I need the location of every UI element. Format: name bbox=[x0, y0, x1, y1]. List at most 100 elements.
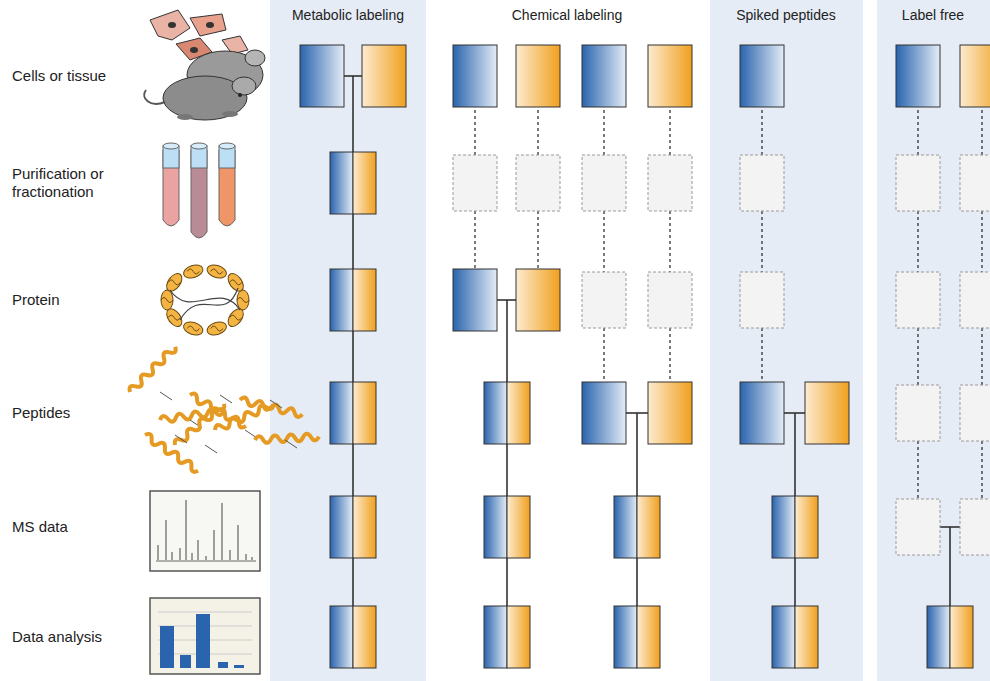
light-sample-box bbox=[484, 606, 507, 668]
peptide-chain bbox=[285, 440, 297, 448]
dashed-connector bbox=[537, 211, 538, 272]
light-sample-box bbox=[484, 496, 507, 558]
row-label: Protein bbox=[12, 291, 142, 309]
row-label: Peptides bbox=[12, 404, 142, 422]
panel-band bbox=[270, 0, 426, 681]
peptide-fragment bbox=[128, 344, 178, 394]
dashed-connector bbox=[981, 328, 982, 385]
column-header: Chemical labeling bbox=[512, 7, 623, 24]
heavy-sample-box bbox=[648, 382, 692, 444]
merge-line bbox=[506, 300, 508, 637]
heavy-sample-box bbox=[805, 382, 849, 444]
protein-illustration bbox=[161, 263, 249, 338]
dashed-connector bbox=[761, 328, 762, 385]
placeholder-box bbox=[516, 155, 560, 211]
light-sample-box bbox=[740, 45, 784, 107]
light-sample-box bbox=[453, 45, 497, 107]
heavy-sample-box bbox=[507, 496, 530, 558]
light-sample-box bbox=[772, 606, 795, 668]
helix bbox=[161, 290, 173, 310]
dashed-connector bbox=[603, 328, 604, 385]
helix-coil bbox=[237, 298, 249, 303]
placeholder-box bbox=[960, 385, 990, 441]
heavy-sample-box bbox=[960, 45, 990, 107]
peptides-illustration bbox=[128, 344, 320, 473]
peptide-fragment bbox=[255, 433, 319, 443]
heavy-sample-box bbox=[637, 496, 660, 558]
row-label: Data analysis bbox=[12, 628, 142, 646]
dashed-connector bbox=[761, 104, 762, 155]
helix bbox=[205, 263, 228, 281]
dashed-connector bbox=[669, 211, 670, 272]
light-sample-box bbox=[484, 382, 507, 444]
peptide-chain bbox=[175, 435, 187, 443]
helix-coil bbox=[211, 326, 223, 331]
peptide-fragment bbox=[173, 401, 227, 448]
heavy-sample-box bbox=[362, 45, 406, 107]
heavy-sample-box bbox=[353, 269, 376, 331]
peptide-chain bbox=[270, 400, 282, 408]
helix bbox=[182, 263, 205, 281]
light-sample-box bbox=[614, 496, 637, 558]
placeholder-box bbox=[648, 272, 692, 328]
helix-coil bbox=[211, 269, 223, 274]
dashed-connector bbox=[917, 328, 918, 385]
placeholder-box bbox=[740, 272, 784, 328]
light-sample-box bbox=[582, 382, 626, 444]
light-sample-box bbox=[330, 496, 353, 558]
tubes-illustration bbox=[163, 143, 235, 238]
heavy-sample-box bbox=[795, 606, 818, 668]
light-sample-box bbox=[740, 382, 784, 444]
helix-coil bbox=[161, 298, 173, 303]
helix-coil bbox=[187, 269, 199, 274]
dashed-connector bbox=[981, 104, 982, 155]
heavy-sample-box bbox=[353, 496, 376, 558]
dashed-connector bbox=[981, 441, 982, 499]
helix-coil bbox=[230, 280, 242, 285]
helix bbox=[225, 271, 246, 294]
protein-loop bbox=[170, 288, 240, 320]
light-sample-box bbox=[330, 382, 353, 444]
helix-coil bbox=[230, 315, 242, 320]
bar-chart-illustration bbox=[150, 598, 260, 674]
dashed-connector bbox=[917, 104, 918, 155]
light-sample-box bbox=[614, 606, 637, 668]
heavy-sample-box bbox=[648, 45, 692, 107]
peptide-fragment bbox=[239, 397, 303, 418]
light-sample-box bbox=[896, 45, 940, 107]
placeholder-box bbox=[453, 155, 497, 211]
mice-illustration bbox=[144, 50, 265, 120]
placeholder-box bbox=[960, 155, 990, 211]
helix bbox=[205, 320, 228, 338]
dashed-connector bbox=[669, 328, 670, 385]
placeholder-box bbox=[582, 155, 626, 211]
panel-band bbox=[710, 0, 863, 681]
peptide-fragment bbox=[143, 432, 200, 474]
placeholder-box bbox=[896, 272, 940, 328]
heavy-sample-box bbox=[950, 606, 973, 668]
helix-coil bbox=[168, 280, 180, 285]
helix bbox=[182, 320, 205, 338]
peptide-chain bbox=[160, 392, 172, 400]
heavy-sample-box bbox=[507, 606, 530, 668]
placeholder-box bbox=[896, 499, 940, 555]
peptide-chain bbox=[205, 445, 217, 453]
row-label: Purification or fractionation bbox=[12, 165, 130, 201]
heavy-sample-box bbox=[516, 45, 560, 107]
placeholder-box bbox=[740, 155, 784, 211]
helix bbox=[225, 306, 246, 329]
light-sample-box bbox=[582, 45, 626, 107]
heavy-sample-box bbox=[516, 269, 560, 331]
dashed-connector bbox=[474, 211, 475, 272]
column-header: Label free bbox=[902, 7, 964, 24]
placeholder-box bbox=[960, 499, 990, 555]
light-sample-box bbox=[330, 606, 353, 668]
light-sample-box bbox=[330, 269, 353, 331]
helix bbox=[237, 290, 249, 310]
light-sample-box bbox=[772, 496, 795, 558]
heavy-sample-box bbox=[507, 382, 530, 444]
heavy-sample-box bbox=[795, 496, 818, 558]
placeholder-box bbox=[648, 155, 692, 211]
placeholder-box bbox=[582, 272, 626, 328]
